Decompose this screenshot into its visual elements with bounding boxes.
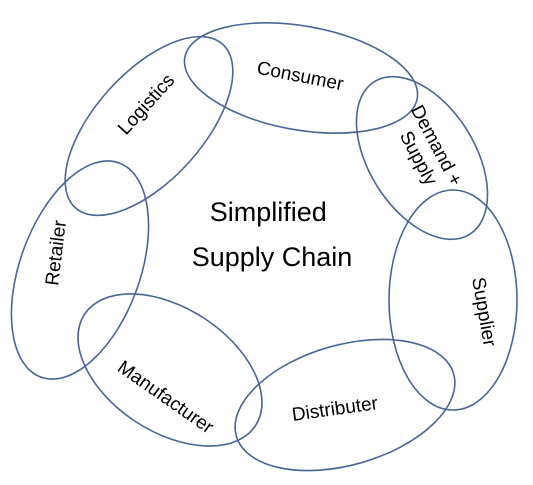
distributer-label: Distributer [291,393,380,426]
demand-supply-ring [355,75,489,241]
consumer-label: Consumer [255,58,346,95]
logistics-label: Logistics [114,70,179,139]
consumer-ring [183,22,419,134]
title-line-1: Simplified [210,197,327,227]
retailer-label: Retailer [42,219,71,287]
demand-supply-label: Demand + Supply [387,102,469,205]
supplier-label: Supplier [467,276,500,349]
diagram-title: Simplified Supply Chain [192,197,353,272]
distributer-ring [234,338,456,472]
manufacturer-label: Manufacturer [113,357,217,439]
supplier-ring [388,189,518,411]
retailer-ring [10,160,150,380]
manufacturer-ring [77,293,263,447]
logistics-ring [64,35,234,217]
title-line-2: Supply Chain [192,242,353,272]
